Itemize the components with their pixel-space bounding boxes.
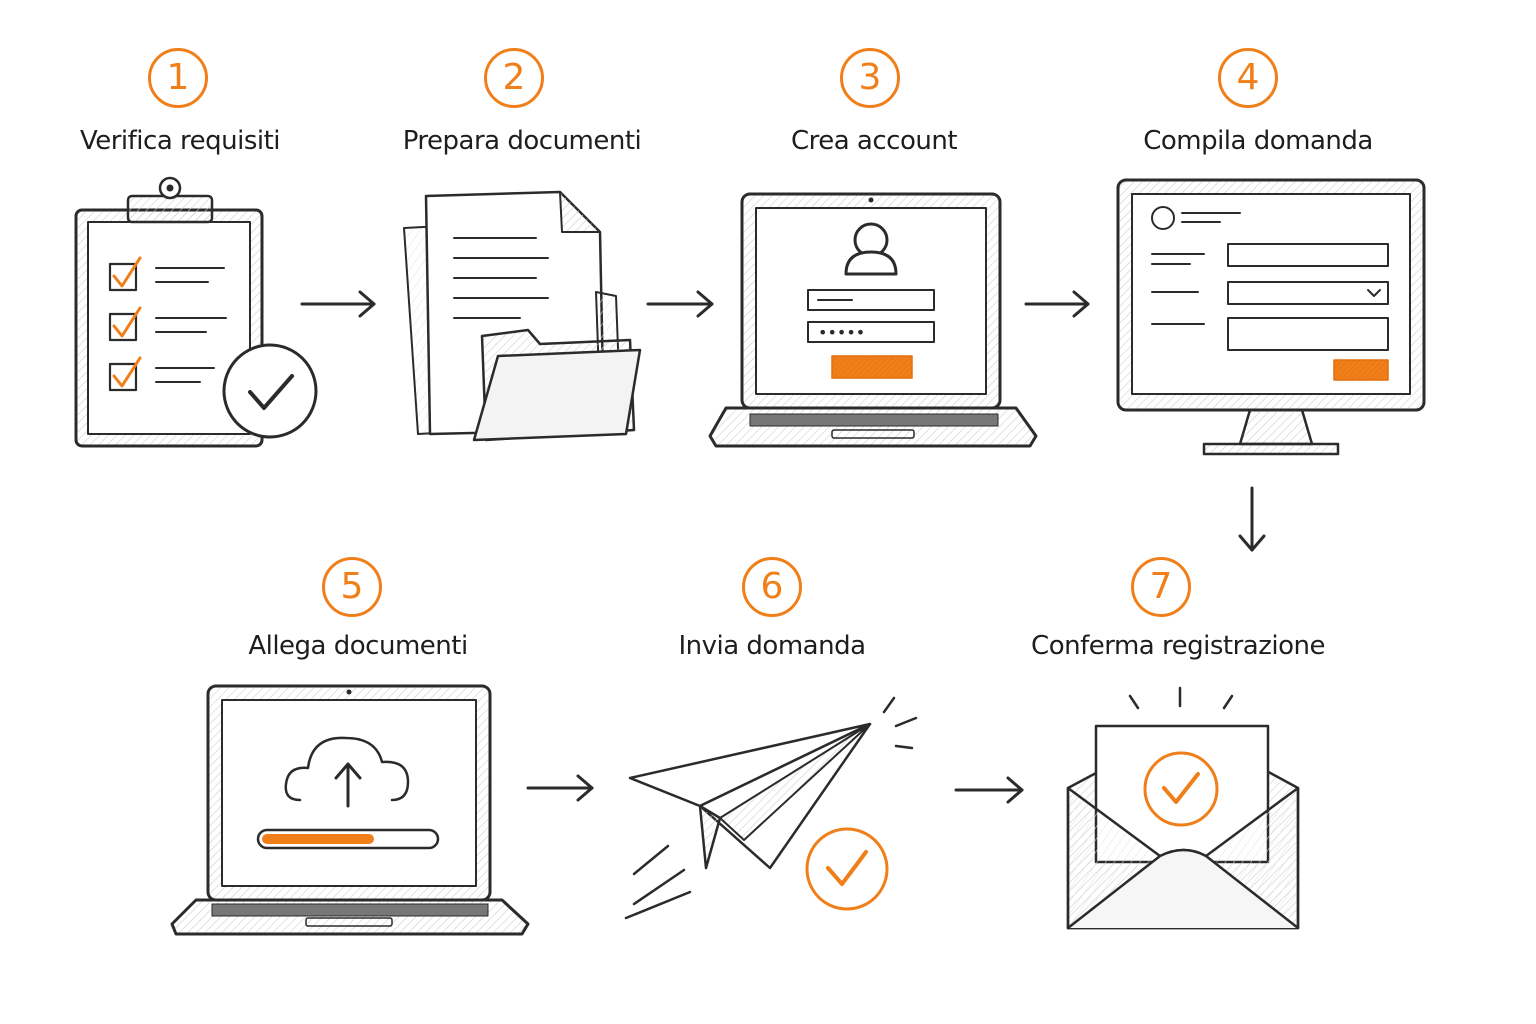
monitor-form-icon — [1116, 178, 1426, 456]
chevron-down-icon — [1367, 289, 1381, 297]
laptop-upload-icon — [170, 684, 530, 936]
step-4-label: Compila domanda — [1143, 126, 1373, 156]
step-5-number: 5 — [322, 557, 382, 617]
step-5-label: Allega documenti — [248, 631, 468, 661]
arrow-right-icon — [646, 290, 714, 318]
user-icon — [844, 222, 898, 276]
step-3-label: Crea account — [790, 126, 958, 156]
step-1-number: 1 — [148, 48, 208, 108]
documents-folder-icon — [403, 190, 642, 442]
step-7-number: 7 — [1131, 557, 1191, 617]
arrow-down-icon — [1238, 486, 1266, 552]
envelope-check-icon — [1066, 686, 1300, 930]
cloud-upload-icon — [284, 736, 410, 802]
clipboard-checklist-icon — [74, 176, 318, 448]
arrow-right-icon — [1024, 290, 1090, 318]
laptop-login-icon: ••••• — [708, 192, 1038, 448]
arrow-right-icon — [300, 290, 376, 318]
check-mark-icon — [112, 256, 142, 388]
arrow-right-icon — [526, 774, 594, 802]
step-3-number: 3 — [840, 48, 900, 108]
form-submit-button — [1333, 359, 1389, 381]
step-4-number: 4 — [1218, 48, 1278, 108]
step-2-number: 2 — [484, 48, 544, 108]
arrow-right-icon — [954, 776, 1024, 804]
step-6-number: 6 — [742, 557, 802, 617]
step-6-label: Invia domanda — [678, 631, 866, 661]
step-1-label: Verifica requisiti — [79, 126, 281, 156]
checkbox-icon — [108, 262, 138, 392]
step-7-label: Conferma registrazione — [1031, 631, 1325, 661]
password-mask: ••••• — [818, 323, 865, 342]
login-button — [831, 355, 913, 379]
paper-plane-icon — [624, 696, 918, 920]
step-2-label: Prepara documenti — [402, 126, 642, 156]
upload-progress-fill — [262, 834, 374, 844]
